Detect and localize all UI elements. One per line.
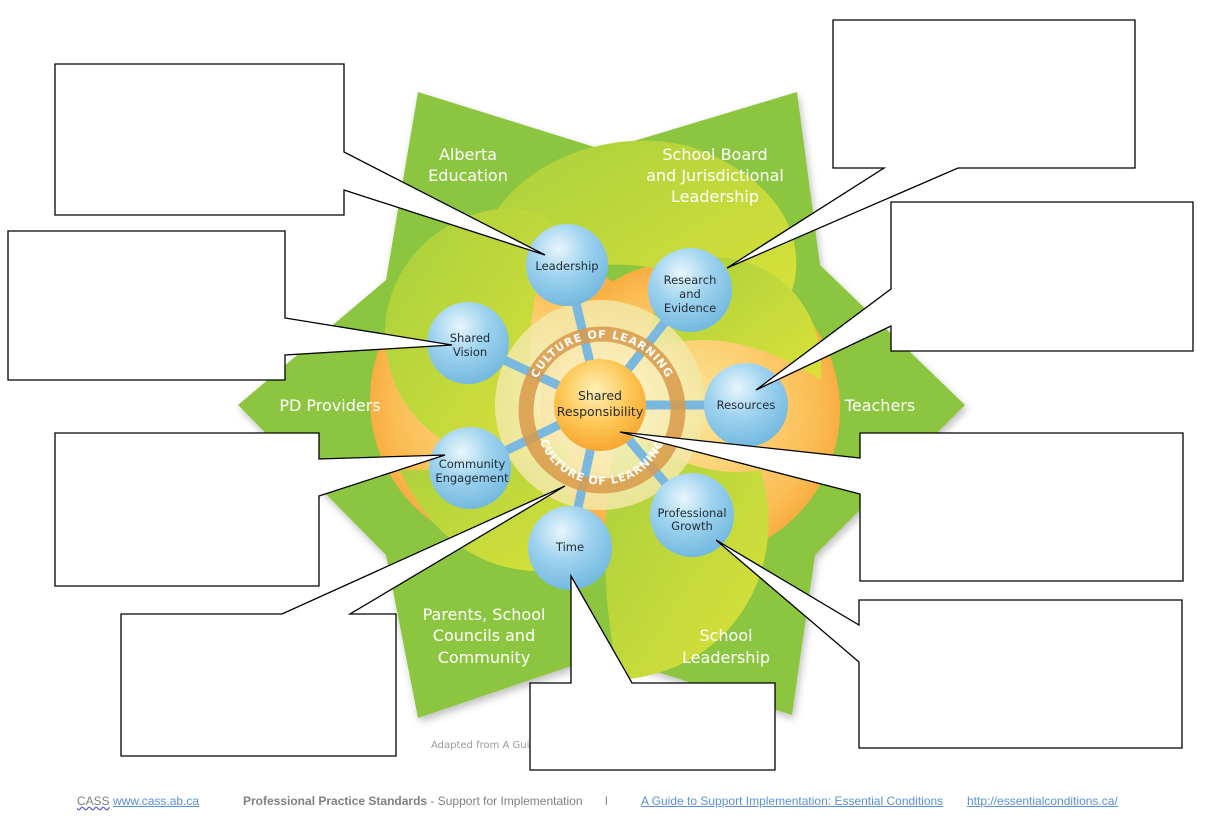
node-research-evidence: Research and Evidence <box>648 248 732 332</box>
label-school-leadership: Leadership <box>682 648 770 667</box>
node-label: and <box>679 287 701 301</box>
node-label: Professional <box>657 506 726 520</box>
footer-guide-url[interactable]: http://essentialconditions.ca/ <box>967 794 1118 808</box>
ring-band <box>518 326 686 494</box>
footer-guide-link[interactable]: A Guide to Support Implementation: Essen… <box>641 794 944 808</box>
center-label-line1: Shared <box>578 388 622 403</box>
footer-doc-title-bold: Professional Practice Standards <box>243 794 428 808</box>
stakeholder-labels: Alberta Education School Board and Juris… <box>279 145 915 667</box>
label-teachers: Teachers <box>844 396 915 415</box>
shared-responsibility-callout[interactable] <box>619 431 1184 582</box>
center-label-line2: Responsibility <box>557 404 644 419</box>
node-label: Vision <box>453 345 487 359</box>
time-callout[interactable] <box>529 573 776 771</box>
node-label: Shared <box>450 331 491 345</box>
node-circle <box>526 224 608 306</box>
footer-doc-title-rest: - Support for Implementation <box>427 794 583 808</box>
label-parents: Parents, School <box>423 605 546 624</box>
page-footer: CASS www.cass.ab.ca Professional Practic… <box>0 792 1205 812</box>
research-evidence-callout[interactable] <box>726 19 1136 269</box>
label-school-board: Leadership <box>671 187 759 206</box>
node-circle <box>429 427 511 509</box>
label-alberta-education: Alberta <box>439 145 497 164</box>
node-professional-growth: Professional Growth <box>650 473 734 557</box>
node-leadership: Leadership <box>526 224 608 306</box>
label-pd-providers: PD Providers <box>279 396 380 415</box>
node-shared-vision: Shared Vision <box>427 302 509 384</box>
node-circle <box>648 248 732 332</box>
node-label: Engagement <box>435 471 509 485</box>
professional-growth-callout[interactable] <box>715 539 1183 749</box>
label-parents: Community <box>438 648 531 667</box>
shared-vision-callout[interactable] <box>7 230 453 381</box>
label-parents: Councils and <box>433 626 535 645</box>
node-label: Time <box>555 540 584 554</box>
label-alberta-education: Education <box>428 166 508 185</box>
community-engagement-callout[interactable] <box>54 432 446 587</box>
footer-org-name: CASS <box>77 794 110 808</box>
footer-doc-title: Professional Practice Standards - Suppor… <box>243 794 583 808</box>
footer-org: CASS www.cass.ab.ca <box>77 794 199 808</box>
label-school-board: School Board <box>662 145 767 164</box>
node-circle <box>427 302 509 384</box>
callouts <box>7 19 1194 771</box>
label-school-board: and Jurisdictional <box>646 166 784 185</box>
node-label: Resources <box>717 398 776 412</box>
shared-responsibility-node: Shared Responsibility <box>554 359 646 451</box>
node-community-engagement: Community Engagement <box>429 427 511 509</box>
node-label: Research <box>664 273 717 287</box>
label-school-leadership: School <box>699 626 752 645</box>
footer-separator: l <box>605 794 608 808</box>
node-label: Evidence <box>664 301 716 315</box>
node-circle <box>528 506 612 590</box>
leadership-callout[interactable] <box>54 63 546 256</box>
node-label: Leadership <box>535 259 598 273</box>
node-time: Time <box>528 506 612 590</box>
node-label: Growth <box>671 519 713 533</box>
node-label: Community <box>439 457 506 471</box>
footer-org-link[interactable]: www.cass.ab.ca <box>113 794 200 808</box>
center-circle <box>554 359 646 451</box>
node-circle <box>650 473 734 557</box>
culture-of-learning-callout[interactable] <box>120 485 566 757</box>
resources-callout[interactable] <box>755 201 1194 391</box>
credit-text: Adapted from A Guid <box>431 740 536 751</box>
